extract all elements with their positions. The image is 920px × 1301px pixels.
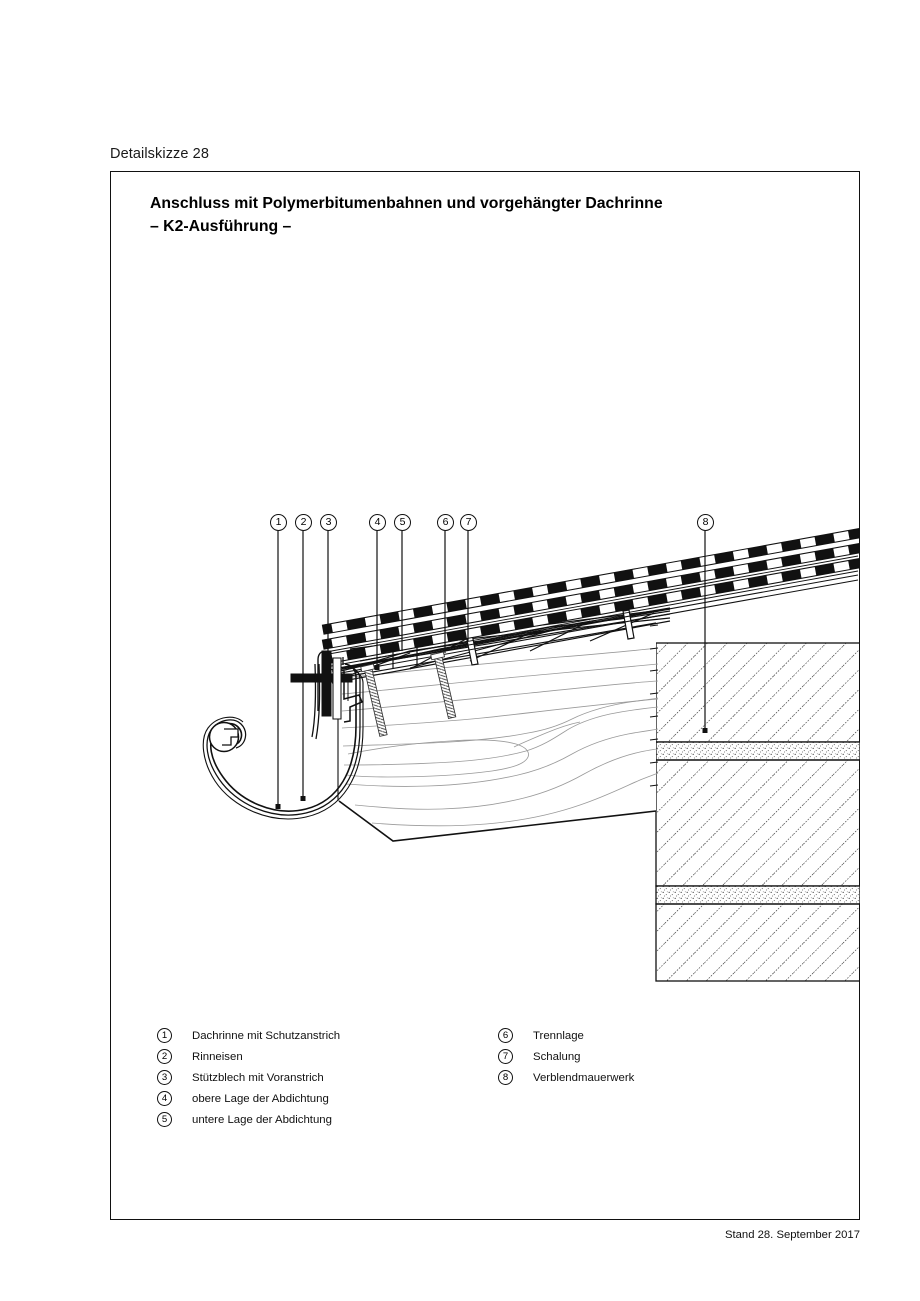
legend-label-6: Trennlage	[533, 1030, 584, 1042]
legend-label-4: obere Lage der Abdichtung	[192, 1093, 329, 1105]
callout-4: 4	[369, 514, 386, 531]
footer-date: Stand 28. September 2017	[724, 1229, 860, 1241]
legend-label-8: Verblendmauerwerk	[533, 1072, 635, 1084]
sheet-label: Detailskizze 28	[110, 146, 210, 162]
legend-label-7: Schalung	[533, 1051, 581, 1063]
legend-bullet-8: 8	[498, 1070, 513, 1085]
legend-bullet-4: 4	[157, 1091, 172, 1106]
legend-item-7: 7 Schalung	[498, 1047, 798, 1068]
callout-8: 8	[697, 514, 714, 531]
legend-item-3: 3 Stützblech mit Voranstrich	[157, 1068, 487, 1089]
title-line-2: – K2-Ausführung –	[150, 218, 292, 235]
callout-1: 1	[270, 514, 287, 531]
legend-item-6: 6 Trennlage	[498, 1026, 798, 1047]
legend-bullet-1: 1	[157, 1028, 172, 1043]
legend-column-left: 1 Dachrinne mit Schutzanstrich 2 Rinneis…	[157, 1026, 487, 1131]
legend-label-5: untere Lage der Abdichtung	[192, 1114, 332, 1126]
callout-6: 6	[437, 514, 454, 531]
callout-2: 2	[295, 514, 312, 531]
callout-7: 7	[460, 514, 477, 531]
callout-3: 3	[320, 514, 337, 531]
legend-bullet-2: 2	[157, 1049, 172, 1064]
legend-bullet-3: 3	[157, 1070, 172, 1085]
legend-label-1: Dachrinne mit Schutzanstrich	[192, 1030, 341, 1042]
legend-column-right: 6 Trennlage 7 Schalung 8 Verblendmauerwe…	[498, 1026, 798, 1089]
legend-item-8: 8 Verblendmauerwerk	[498, 1068, 798, 1089]
legend-item-4: 4 obere Lage der Abdichtung	[157, 1089, 487, 1110]
legend-bullet-6: 6	[498, 1028, 513, 1043]
legend-bullet-5: 5	[157, 1112, 172, 1127]
legend-bullet-7: 7	[498, 1049, 513, 1064]
title-line-1: Anschluss mit Polymerbitumenbahnen und v…	[150, 195, 663, 212]
legend-item-2: 2 Rinneisen	[157, 1047, 487, 1068]
title-block: Anschluss mit Polymerbitumenbahnen und v…	[150, 192, 810, 238]
legend-label-3: Stützblech mit Voranstrich	[192, 1072, 324, 1084]
callout-5: 5	[394, 514, 411, 531]
legend-item-5: 5 untere Lage der Abdichtung	[157, 1110, 487, 1131]
legend-label-2: Rinneisen	[192, 1051, 243, 1063]
legend-item-1: 1 Dachrinne mit Schutzanstrich	[157, 1026, 487, 1047]
